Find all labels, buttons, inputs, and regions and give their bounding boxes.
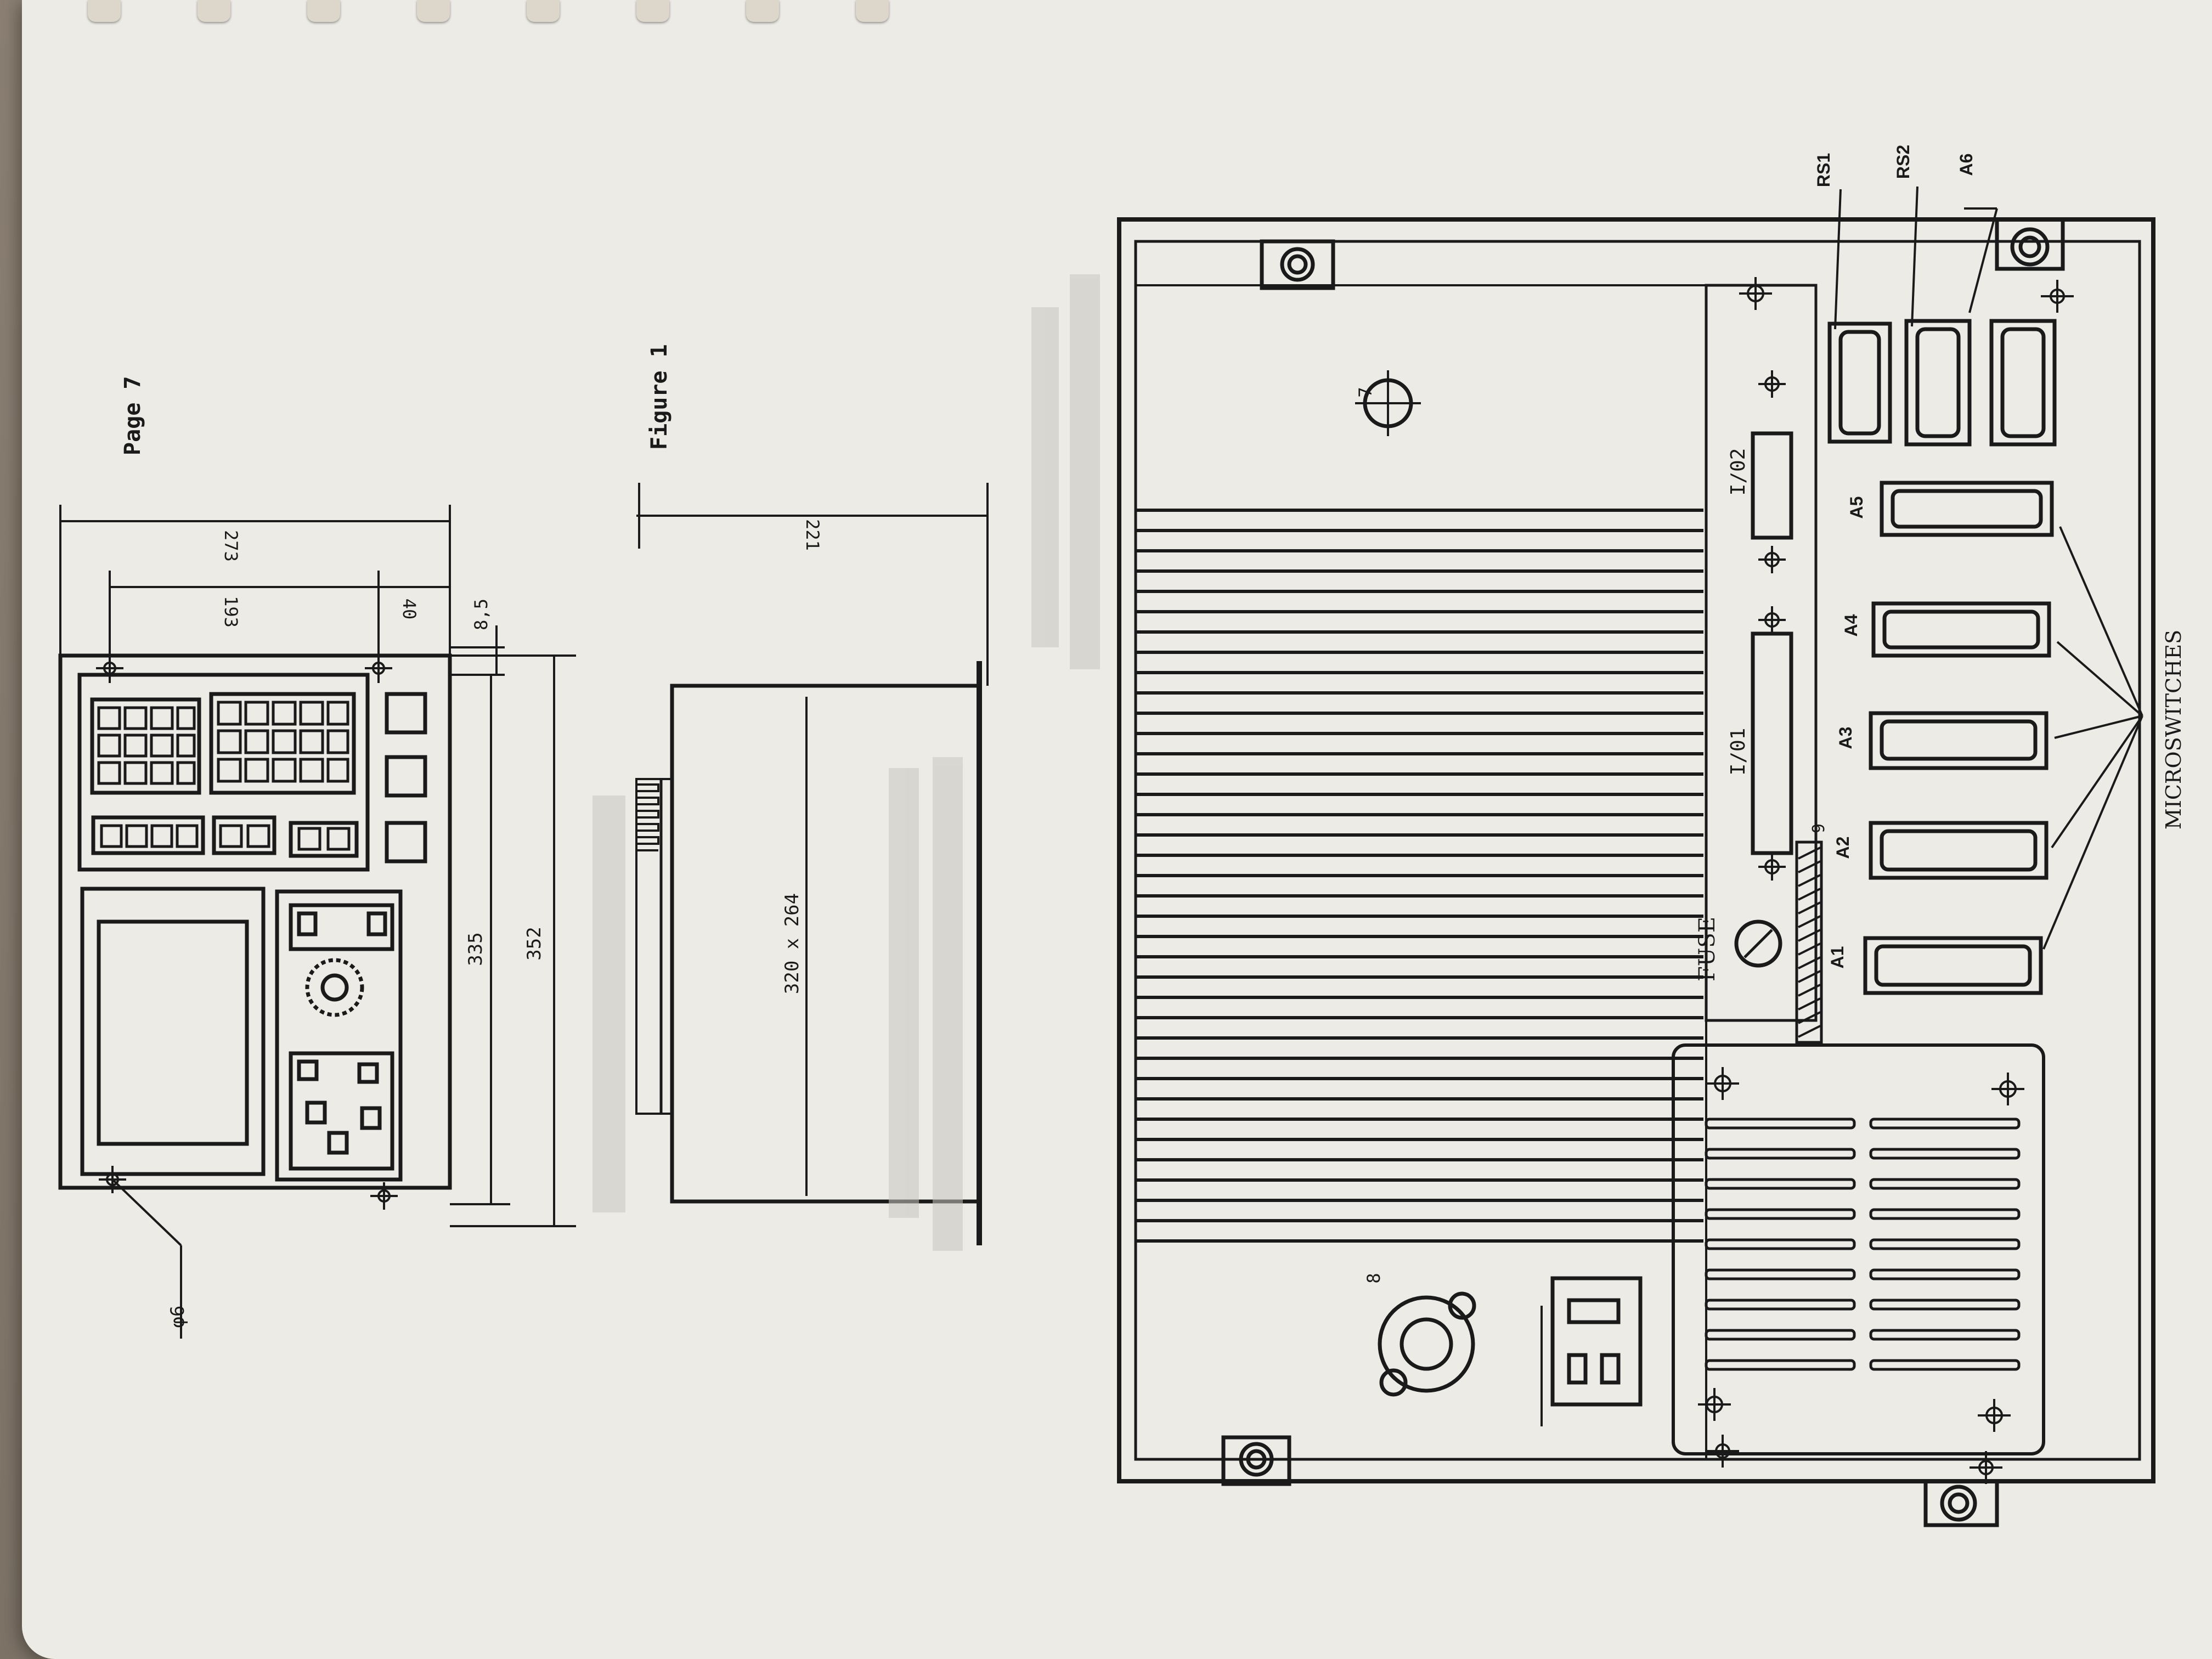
rear-panel-drawing — [1117, 186, 2155, 1527]
dim-8-5: 8,5 — [471, 599, 492, 630]
labels: Page 7 Figure 1 273 193 40 8,5 335 352 φ… — [120, 145, 2186, 1328]
dim-193: 193 — [221, 596, 241, 628]
connector-a2-label: A2 — [1833, 837, 1853, 859]
connector-a1-label: A1 — [1827, 946, 1847, 969]
connector-a5-label: A5 — [1847, 496, 1866, 519]
dim-273: 273 — [221, 530, 241, 562]
front-panel-drawing — [58, 505, 576, 1339]
marker-8: 8 — [1363, 1273, 1384, 1283]
dim-40: 40 — [399, 599, 420, 620]
side-view-drawing — [635, 483, 989, 1245]
connector-a6-label: A6 — [1956, 154, 1976, 176]
spiral-binding — [22, 0, 955, 33]
figure-label: Figure 1 — [647, 344, 672, 450]
fuse-label: FUSE — [1695, 917, 1720, 981]
dim-221: 221 — [802, 519, 823, 551]
dim-320x264: 320 x 264 — [781, 893, 803, 994]
microswitches-label: MICROSWITCHES — [2162, 630, 2186, 830]
dim-335: 335 — [465, 932, 487, 966]
connector-rs1-label: RS1 — [1814, 153, 1833, 187]
io2-label: I/02 — [1727, 448, 1750, 496]
dim-352: 352 — [523, 927, 545, 960]
io1-label: I/01 — [1727, 728, 1750, 776]
marker-7: 7 — [1355, 387, 1376, 397]
marker-9: 9 — [1809, 823, 1829, 833]
show-through-text — [592, 274, 1100, 1251]
connector-a4-label: A4 — [1841, 614, 1861, 636]
page-label: Page 7 — [120, 376, 145, 456]
connector-a3-label: A3 — [1836, 727, 1855, 749]
hole-diameter-label: φ6 — [167, 1306, 189, 1328]
connector-rs2-label: RS2 — [1893, 145, 1913, 179]
